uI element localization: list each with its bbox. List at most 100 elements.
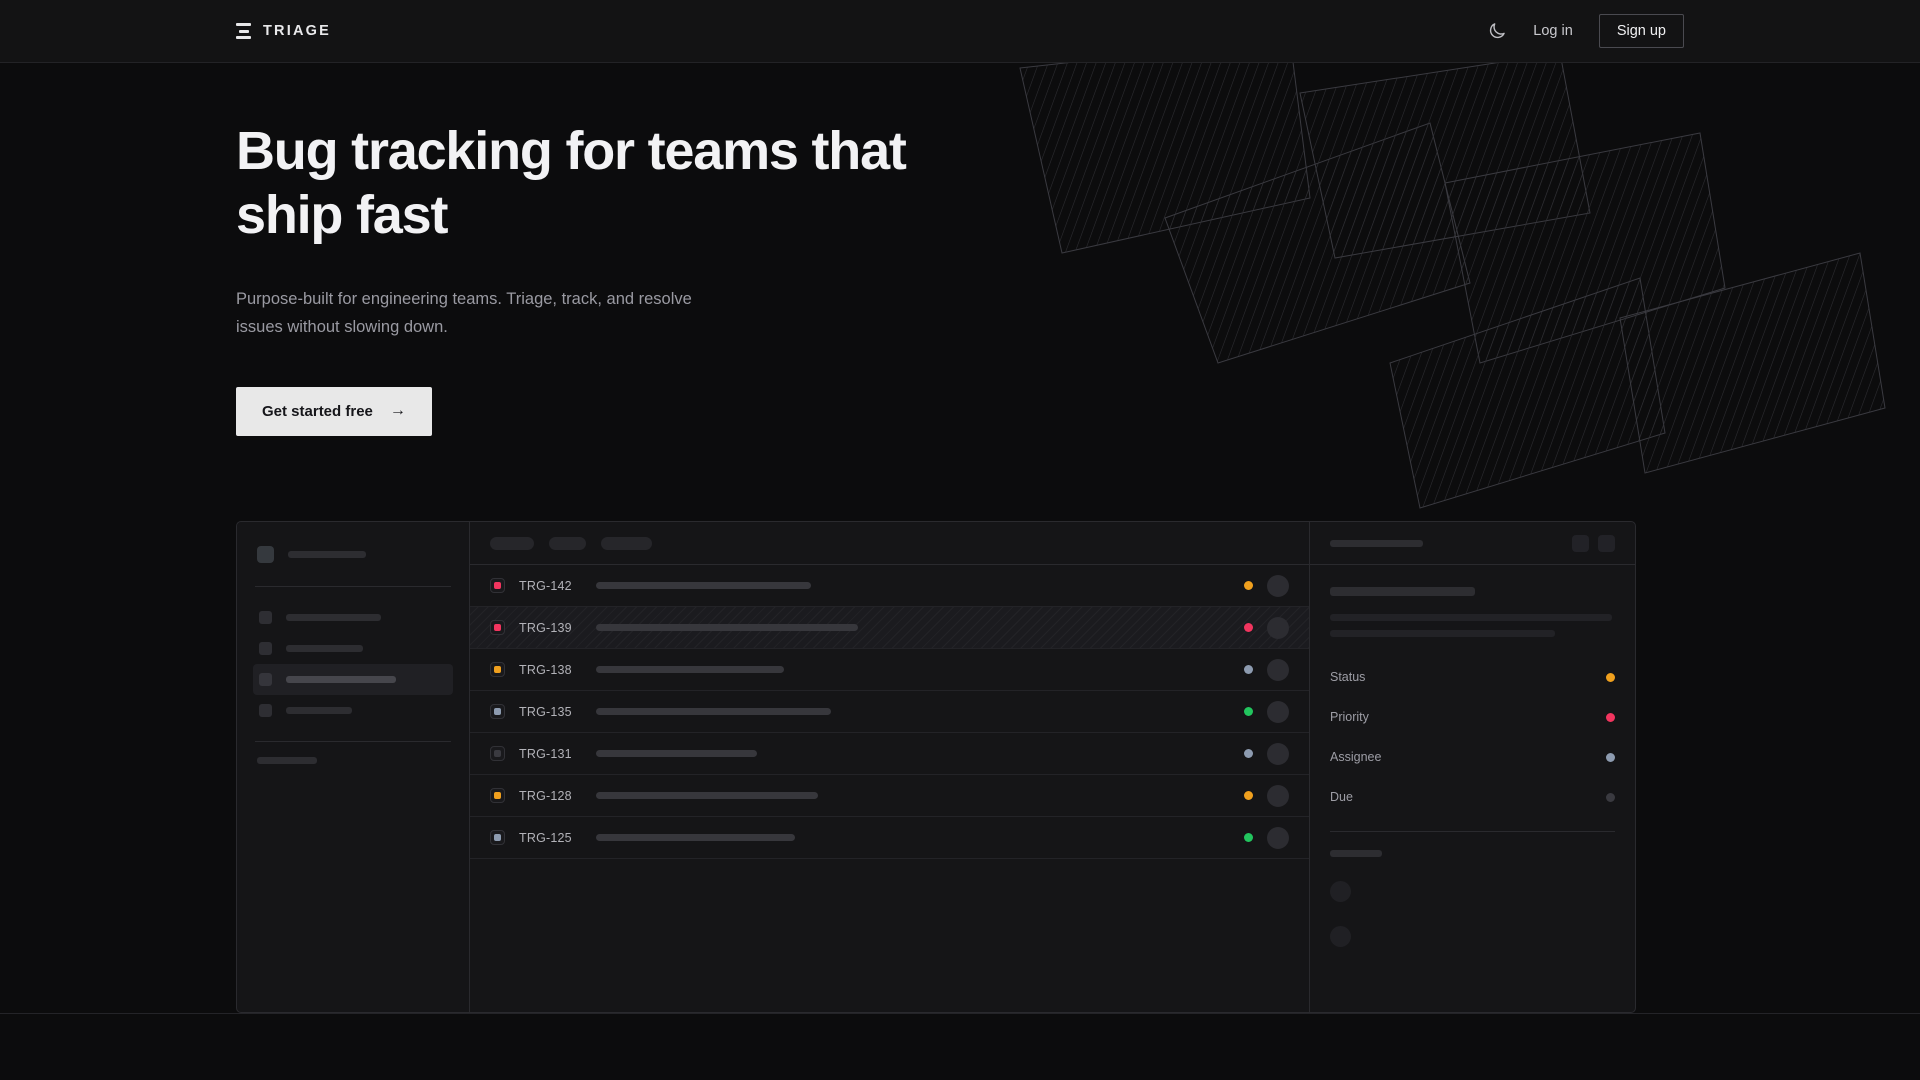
priority-swatch: [494, 708, 501, 715]
avatar: [1330, 926, 1351, 947]
sidebar-item-1[interactable]: [253, 602, 453, 633]
login-link[interactable]: Log in: [1533, 23, 1573, 39]
status-badge: [1244, 623, 1253, 632]
table-row[interactable]: TRG-142: [470, 565, 1309, 607]
meta-label: Assignee: [1330, 750, 1382, 764]
sidebar-label-item-3[interactable]: [253, 812, 453, 836]
status-badge: [1244, 749, 1253, 758]
sidebar-item-label: [286, 645, 363, 652]
avatar[interactable]: [1267, 784, 1289, 807]
detail-header: [1310, 522, 1635, 565]
priority-swatch: [494, 834, 501, 841]
detail-description-line: [1330, 614, 1612, 621]
sidebar-item-icon: [259, 642, 272, 655]
issue-title-placeholder: [596, 792, 818, 799]
brand-name: TRIAGE: [263, 23, 331, 39]
detail-meta-status[interactable]: Status: [1330, 657, 1615, 697]
sidebar-divider-top: [255, 586, 451, 587]
detail-issue-title-placeholder: [1330, 587, 1475, 596]
priority-indicator: [490, 704, 505, 719]
filter-pill[interactable]: [601, 536, 652, 550]
issue-list-toolbar: [470, 522, 1309, 565]
detail-meta-assignee[interactable]: Assignee: [1330, 737, 1615, 777]
detail-description-line: [1330, 630, 1555, 637]
sidebar-item-3[interactable]: [253, 664, 453, 695]
meta-value-dot: [1606, 752, 1615, 762]
sidebar-item-icon: [259, 611, 272, 624]
page-title: Bug tracking for teams that ship fast: [236, 121, 907, 245]
sidebar-label-item-2[interactable]: [253, 788, 453, 812]
filter-pill[interactable]: [549, 536, 586, 550]
priority-indicator: [490, 830, 505, 845]
sidebar-item-label: [286, 676, 396, 683]
meta-value-dot: [1606, 672, 1615, 682]
table-row[interactable]: TRG-131: [470, 733, 1309, 775]
comment-item: [1330, 869, 1615, 914]
detail-action-button-2[interactable]: [1598, 534, 1615, 552]
status-badge: [1244, 665, 1253, 674]
detail-meta-due[interactable]: Due: [1330, 777, 1615, 817]
status-badge: [1244, 791, 1253, 800]
detail-meta-priority[interactable]: Priority: [1330, 697, 1615, 737]
issue-id: TRG-131: [519, 746, 572, 761]
sidebar-item-4[interactable]: [253, 695, 453, 726]
priority-indicator: [490, 788, 505, 803]
get-started-button[interactable]: Get started free →: [236, 386, 432, 436]
mockup-sidebar: [237, 522, 470, 1012]
issue-id: TRG-125: [519, 830, 572, 845]
issue-title-placeholder: [596, 582, 811, 589]
signup-button[interactable]: Sign up: [1598, 14, 1684, 48]
priority-swatch: [494, 666, 501, 673]
issue-title-placeholder: [596, 624, 858, 631]
priority-indicator: [490, 578, 505, 593]
sidebar-divider-bottom: [255, 741, 451, 742]
sidebar-item-label: [286, 614, 381, 621]
sidebar-item-icon: [259, 704, 272, 717]
avatar[interactable]: [1267, 574, 1289, 597]
stacked-bars-icon: [236, 23, 251, 39]
meta-value-dot: [1606, 712, 1615, 722]
avatar[interactable]: [1267, 616, 1289, 639]
comments-label-placeholder: [1330, 850, 1382, 857]
sidebar-label-item-1[interactable]: [253, 764, 453, 788]
status-badge: [1244, 581, 1253, 590]
avatar[interactable]: [1267, 742, 1289, 765]
table-row[interactable]: TRG-135: [470, 691, 1309, 733]
avatar[interactable]: [1267, 658, 1289, 681]
filter-pill[interactable]: [490, 536, 534, 550]
issue-id: TRG-142: [519, 578, 572, 593]
avatar[interactable]: [1267, 700, 1289, 723]
status-badge: [1244, 833, 1253, 842]
status-badge: [1244, 707, 1253, 716]
sidebar-section-label: [257, 757, 449, 764]
table-row[interactable]: TRG-125: [470, 817, 1309, 859]
avatar: [1330, 881, 1351, 902]
issue-id: TRG-139: [519, 620, 572, 635]
sidebar-item-label: [286, 707, 352, 714]
priority-indicator: [490, 662, 505, 677]
issue-id: TRG-128: [519, 788, 572, 803]
meta-label: Status: [1330, 670, 1366, 684]
issue-title-placeholder: [596, 666, 784, 673]
priority-swatch: [494, 792, 501, 799]
sidebar-item-icon: [259, 673, 272, 686]
priority-swatch: [494, 582, 501, 589]
avatar[interactable]: [1267, 826, 1289, 849]
table-row[interactable]: TRG-138: [470, 649, 1309, 691]
comment-item: [1330, 914, 1615, 959]
priority-indicator: [490, 746, 505, 761]
sidebar-workspace-switcher[interactable]: [253, 538, 453, 571]
table-row[interactable]: TRG-128: [470, 775, 1309, 817]
moon-icon: [1490, 23, 1506, 39]
table-row[interactable]: TRG-139: [470, 607, 1309, 649]
detail-title-placeholder: [1330, 539, 1423, 547]
sidebar-item-2[interactable]: [253, 633, 453, 664]
theme-toggle-button[interactable]: [1487, 21, 1507, 41]
hero-section: Bug tracking for teams that ship fast Pu…: [0, 63, 1920, 436]
detail-action-button-1[interactable]: [1572, 534, 1589, 552]
brand-logo[interactable]: TRIAGE: [236, 23, 331, 39]
